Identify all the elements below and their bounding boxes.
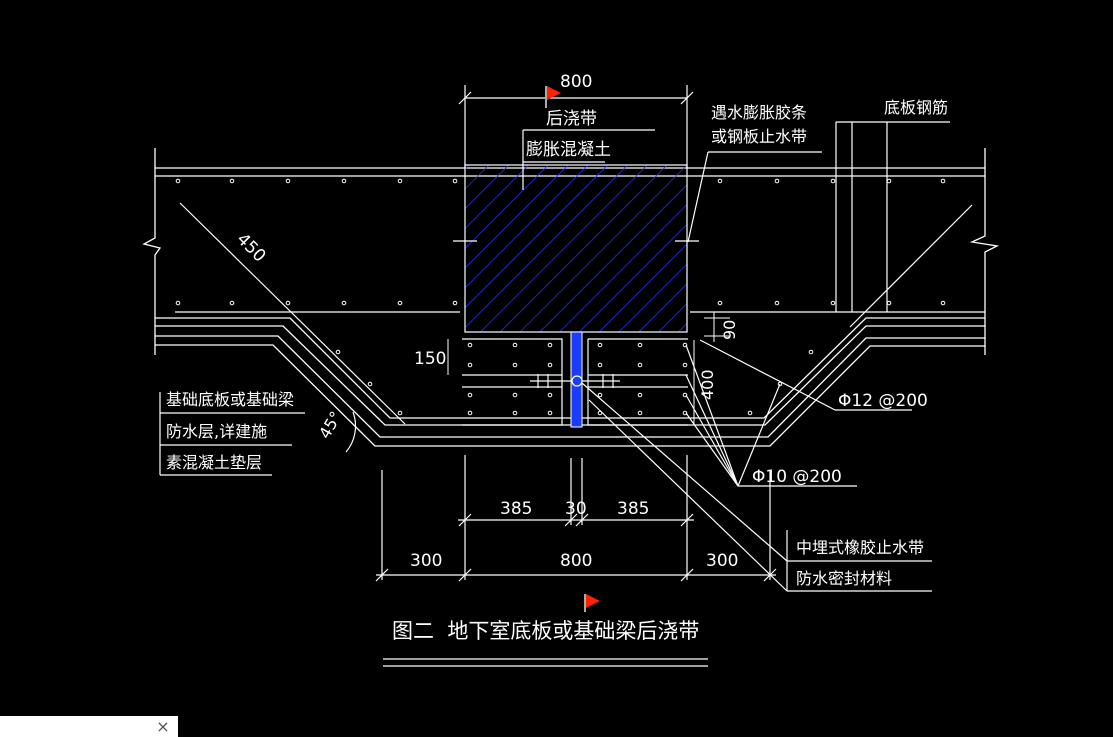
label-expansive-concrete: 膨胀混凝土 [526,140,611,160]
label-sealant: 防水密封材料 [796,569,892,588]
dim-150: 150 [414,349,446,369]
leader-rebar-10 [685,344,857,487]
dim-400: 400 [698,369,717,400]
flag-marker-top[interactable] [545,86,561,108]
leader-water-swelling [687,151,822,243]
dim-bottom-300-right: 300 [706,551,738,571]
flag-marker-bottom[interactable] [584,594,600,612]
label-cushion: 素混凝土垫层 [166,453,262,472]
diag-450 [179,202,973,425]
leader-left [159,392,305,476]
angle-arc [345,411,357,453]
close-icon[interactable]: × [156,717,170,736]
label-rebar-10: Φ10 @200 [752,467,842,487]
leader-slab-rebar [835,121,950,312]
dim-bottom-30: 30 [565,499,587,519]
leader-strip [522,129,655,190]
label-waterproof-layer: 防水层,详建施 [166,422,267,441]
bottom-dimensions [375,455,777,582]
title-underline [383,658,708,667]
drawing-title: 图二 地下室底板或基础梁后浇带 [392,619,699,643]
dim-bottom-385-left: 385 [500,499,532,519]
dim-bottom-385-right: 385 [617,499,649,519]
label-rebar-12: Φ12 @200 [838,391,928,411]
label-slab-rebar: 底板钢筋 [884,98,948,117]
dim-bottom-800: 800 [560,551,592,571]
post-pour-strip-hatch [464,164,688,333]
dim-bottom-300-left: 300 [410,551,442,571]
top-dimension [458,85,694,168]
bottom-left-panel [0,716,178,737]
dim-450: 450 [232,229,269,266]
label-water-swelling-2: 或钢板止水带 [711,127,807,146]
leader-waterstop [581,382,932,592]
label-foundation-slab: 基础底板或基础梁 [166,390,294,409]
leader-rebar-12 [699,339,912,411]
label-embedded-waterstop: 中埋式橡胶止水带 [796,538,924,557]
dim-top-800: 800 [560,72,592,92]
dim-90-lines [704,312,730,342]
waterstop-bulb [571,375,583,387]
dim-90: 90 [720,320,739,340]
label-post-pour-strip: 后浇带 [546,109,597,129]
label-water-swelling-1: 遇水膨胀胶条 [711,103,807,122]
